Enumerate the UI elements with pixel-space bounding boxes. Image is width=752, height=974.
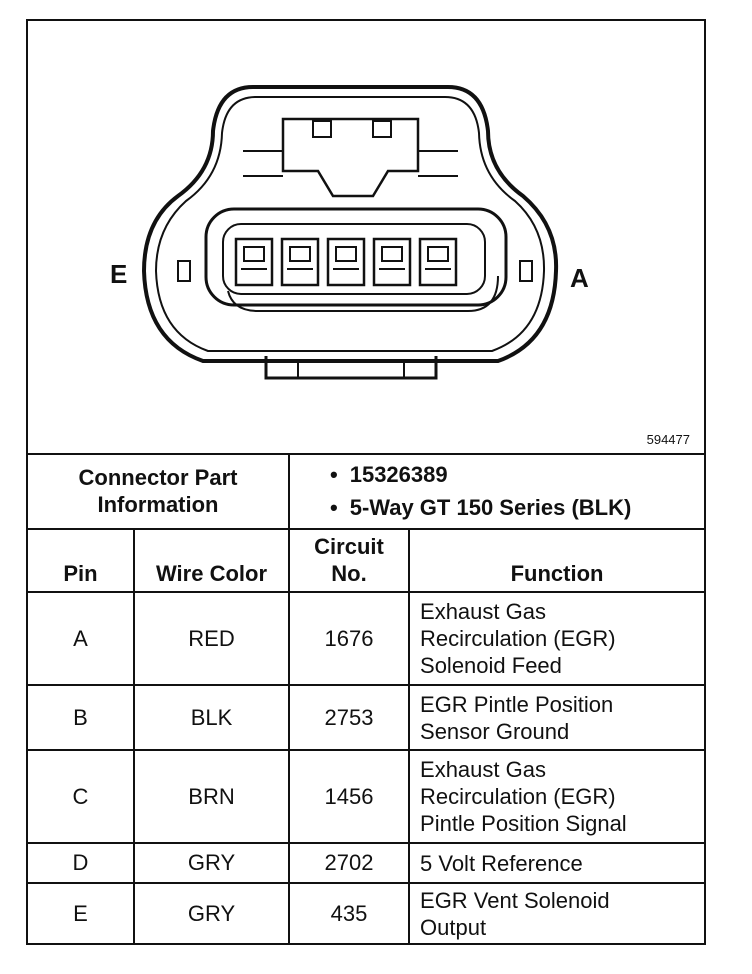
function-cell: EGR Vent Solenoid Output (408, 882, 705, 943)
connector-diagram: E A 594477 (28, 21, 704, 455)
pin-cell: E (28, 882, 135, 943)
function-cell: Exhaust Gas Recirculation (EGR) Solenoid… (408, 591, 705, 686)
circuit-cell: 2702 (288, 842, 411, 884)
pin-cell: B (28, 684, 135, 751)
pin-cell: D (28, 842, 135, 884)
connector-series: 5-Way GT 150 Series (BLK) (330, 491, 696, 524)
table-row: B BLK 2753 EGR Pintle Position Sensor Gr… (28, 684, 705, 751)
circuit-cell: 2753 (288, 684, 411, 751)
table-header-row: Pin Wire Color Circuit No. Function (28, 528, 705, 593)
wire-color-cell: BRN (132, 749, 291, 844)
pin-cell: A (28, 591, 135, 686)
circuit-cell: 1456 (288, 749, 411, 844)
function-cell: Exhaust Gas Recirculation (EGR) Pintle P… (408, 749, 705, 844)
part-number: 15326389 (330, 458, 696, 491)
connector-info-row: Connector Part Information 15326389 5-Wa… (28, 453, 705, 530)
circuit-cell: 1676 (288, 591, 411, 686)
wire-color-cell: BLK (132, 684, 291, 751)
connector-table: Connector Part Information 15326389 5-Wa… (28, 453, 705, 943)
pin-cell: C (28, 749, 135, 844)
connector-info-items: 15326389 5-Way GT 150 Series (BLK) (288, 453, 705, 530)
header-function: Function (408, 528, 705, 593)
pin-label-right: A (570, 263, 589, 293)
function-cell: EGR Pintle Position Sensor Ground (408, 684, 705, 751)
table-row: A RED 1676 Exhaust Gas Recirculation (EG… (28, 591, 705, 686)
connector-info-label: Connector Part Information (28, 453, 291, 530)
header-circuit: Circuit No. (288, 528, 411, 593)
figure-number: 594477 (646, 432, 690, 447)
header-pin: Pin (28, 528, 135, 593)
wire-color-cell: RED (132, 591, 291, 686)
connector-face-icon (141, 85, 559, 380)
header-wire-color: Wire Color (132, 528, 291, 593)
function-cell: 5 Volt Reference (408, 842, 705, 884)
connector-sheet: E A 594477 Connector Part Information 15… (26, 19, 706, 945)
wire-color-cell: GRY (132, 842, 291, 884)
wire-color-cell: GRY (132, 882, 291, 943)
table-row: D GRY 2702 5 Volt Reference (28, 842, 705, 884)
table-row: E GRY 435 EGR Vent Solenoid Output (28, 882, 705, 943)
table-row: C BRN 1456 Exhaust Gas Recirculation (EG… (28, 749, 705, 844)
circuit-cell: 435 (288, 882, 411, 943)
pin-label-left: E (110, 259, 128, 289)
